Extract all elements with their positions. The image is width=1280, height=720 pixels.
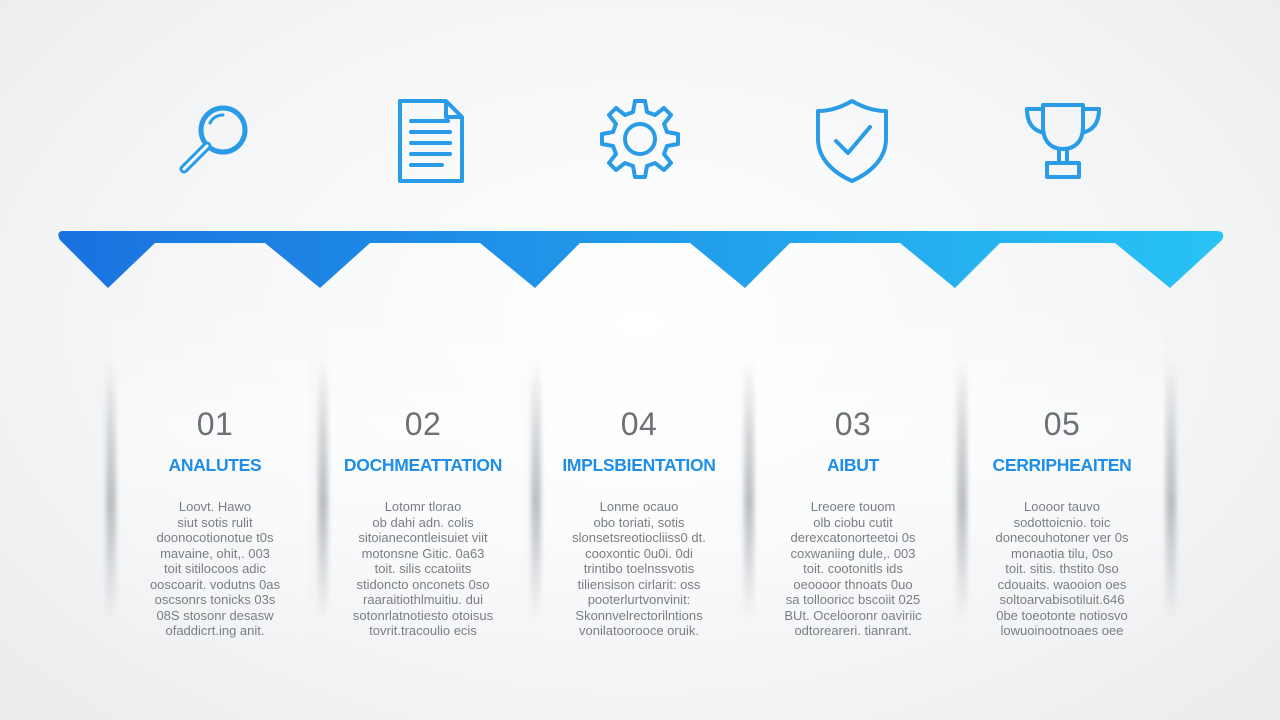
description-line: ob dahi adn. colis	[372, 514, 474, 530]
description-line: sotonrlatnotiesto otoisus	[352, 607, 494, 623]
description-line: cdouaits. waooion oes	[997, 576, 1127, 592]
column-divider	[106, 360, 116, 620]
column-panel	[755, 300, 951, 660]
column-divider	[318, 360, 328, 620]
description-line: ofaddicrt.ing anit.	[165, 623, 265, 638]
description-line: toit. cootonitls ids	[803, 561, 903, 576]
column-panel	[540, 300, 736, 660]
description-line: Loooor tauvo	[1024, 499, 1100, 514]
step-title: IMPLSBIENTATION	[562, 455, 716, 475]
description-line: ooscoarit. vodutns 0as	[149, 576, 281, 592]
description-line: pooterlurtvonvinit:	[587, 592, 691, 607]
step-number: 05	[1043, 406, 1081, 442]
description-line: olb ciobu cutit	[813, 514, 893, 530]
description-line: BUt. Ocelooronr oaviriic	[784, 607, 922, 623]
description-line: odtoreareri. tianrant.	[794, 623, 912, 638]
description-line: 0be toeotonte notiosvo	[996, 607, 1128, 623]
step-column-5: 05 CERRIPHEAITEN Loooor tauvo sodottoicn…	[957, 400, 1167, 639]
step-description: Loovt. Hawo siut sotis rulit doonocotion…	[110, 499, 320, 639]
description-line: sitoianecontleisuiet viit	[358, 530, 488, 545]
description-line: raaraitiothlmuitiu. dui	[363, 592, 483, 607]
description-line: Loovt. Hawo	[178, 499, 252, 514]
step-column-2: 02 DOCHMEATTATION Lotomr tlorao ob dahi …	[318, 400, 528, 639]
step-number: 03	[834, 406, 872, 442]
step-number: 02	[404, 406, 442, 442]
description-line: siut sotis rulit	[177, 514, 253, 530]
step-title: AIBUT	[827, 455, 879, 475]
magnifying-glass-icon	[163, 95, 263, 187]
column-divider	[531, 360, 541, 620]
trophy-icon	[1013, 95, 1113, 187]
description-line: derexcatonorteetoi 0s	[790, 530, 916, 545]
description-line: sodottoicnio. toic	[1013, 514, 1111, 530]
step-number: 01	[196, 406, 234, 442]
description-line: toit. silis ccatoiits	[374, 561, 472, 576]
step-title: DOCHMEATTATION	[343, 455, 503, 475]
shield-check-icon	[802, 95, 902, 187]
description-line: monaotia tilu, 0so	[1011, 545, 1113, 561]
column-panel	[112, 300, 308, 660]
description-line: stidoncto onconets 0so	[356, 576, 490, 592]
description-line: slonsetsreotiocliiss0 dt.	[572, 530, 706, 545]
timeline-bar	[58, 231, 1224, 288]
description-line: Lreoere touom	[810, 499, 896, 514]
column-panel	[968, 300, 1164, 660]
step-description: Lonme ocauo obo toriati, sotis slonsetsr…	[534, 499, 744, 639]
description-line: tovrit.tracoulio ecis	[369, 623, 477, 638]
document-icon	[378, 95, 478, 187]
step-number: 04	[620, 406, 658, 442]
column-divider	[957, 360, 967, 620]
step-title: ANALUTES	[168, 455, 262, 475]
description-line: vonilatoorooce oruik.	[579, 623, 699, 638]
description-line: Lonme ocauo	[599, 499, 679, 514]
description-line: mavaine, ohit,. 003	[160, 545, 270, 561]
description-line: trintibo toelnssvotis	[583, 561, 695, 576]
column-divider	[1166, 360, 1176, 620]
description-line: oscsonrs tonicks 03s	[154, 592, 276, 607]
column-divider	[744, 360, 754, 620]
description-line: motonsne Gitic. 0a63	[361, 545, 485, 561]
description-line: doonocotionotue t0s	[156, 530, 274, 545]
description-line: Lotomr tlorao	[384, 499, 462, 514]
step-title: CERRIPHEAITEN	[992, 455, 1132, 475]
description-line: soltoarvabisotiluit.646	[999, 592, 1125, 607]
step-description: Lotomr tlorao ob dahi adn. colis sitoian…	[318, 499, 528, 639]
description-line: coxwaniing dule,. 003	[790, 545, 916, 561]
description-line: obo toriati, sotis	[593, 514, 685, 530]
column-panel	[325, 300, 521, 660]
step-column-1: 01 ANALUTES Loovt. Hawo siut sotis rulit…	[110, 400, 320, 639]
description-line: cooxontic 0u0i. 0di	[585, 545, 693, 561]
description-line: toit. sitis. thstito 0so	[1005, 561, 1119, 576]
description-line: 08S stosonr desasw	[156, 607, 274, 623]
description-line: donecouhotoner ver 0s	[995, 530, 1129, 545]
description-line: oeoooor thnoats 0uo	[793, 576, 913, 592]
description-line: lowuoinootnoaes oee	[1000, 623, 1124, 638]
step-description: Lreoere touom olb ciobu cutit derexcaton…	[748, 499, 958, 639]
step-column-4: 03 AIBUT Lreoere touom olb ciobu cutit d…	[748, 400, 958, 639]
description-line: sa tollooricc bscoiit 025	[785, 592, 921, 607]
description-line: Skonnvelrectorilntions	[575, 607, 703, 623]
description-line: toit sitilocoos adic	[164, 561, 266, 576]
description-line: tiliensison cirlarit: oss	[577, 576, 701, 592]
step-description: Loooor tauvo sodottoicnio. toic donecouh…	[957, 499, 1167, 639]
timeline-ribbon	[58, 231, 1224, 288]
gear-icon	[590, 95, 690, 187]
step-column-3: 04 IMPLSBIENTATION Lonme ocauo obo toria…	[534, 400, 744, 639]
